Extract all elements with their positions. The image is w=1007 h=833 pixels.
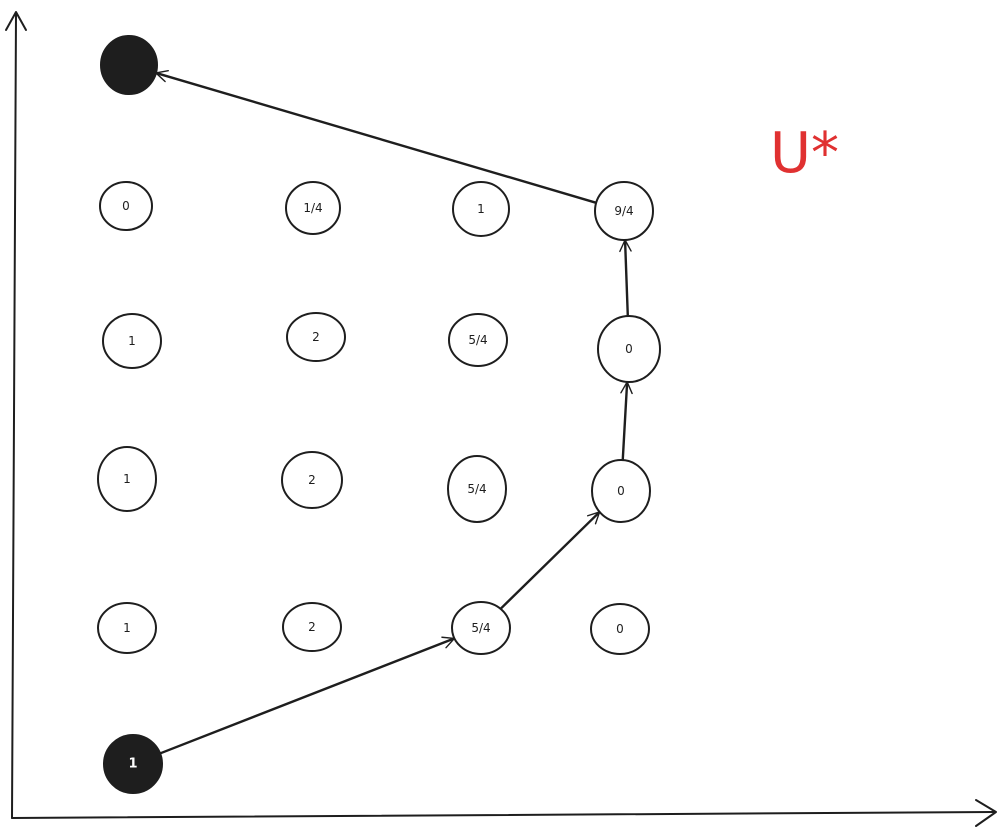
node-r3c2: 2 <box>286 312 346 362</box>
node-label: 0 <box>616 622 624 636</box>
node-r4c1: 0 <box>99 181 153 231</box>
node-r2c1: 1 <box>97 446 157 512</box>
node-circle <box>99 181 153 231</box>
node-label: 0 <box>625 342 633 356</box>
node-label: 5/4 <box>468 333 487 347</box>
node-circle <box>590 603 650 655</box>
node-circle <box>452 181 510 237</box>
node-label: 9/4 <box>614 204 633 218</box>
node-r1c2: 2 <box>282 602 342 652</box>
node-label: 1/4 <box>303 201 322 215</box>
node-r3c1: 1 <box>102 313 162 369</box>
node-r4c3: 1 <box>452 181 510 237</box>
node-r4c4: 9/4 <box>594 181 654 241</box>
edge-r3c4-to-r4c4 <box>619 238 632 318</box>
x-axis-arrowhead <box>975 799 997 827</box>
node-label: 0 <box>122 199 130 213</box>
axes <box>5 11 997 827</box>
node-label: 1 <box>123 472 131 486</box>
node-circle <box>451 601 511 655</box>
node-label: 1 <box>128 757 137 772</box>
node-circle <box>97 446 157 512</box>
node-r2c4: 0 <box>591 459 651 523</box>
title-label: U* <box>770 121 839 186</box>
node-goal <box>100 35 158 95</box>
node-label: 1 <box>128 334 136 348</box>
node-circle <box>594 181 654 241</box>
node-r1c3: 5/4 <box>451 601 511 655</box>
nodes: 0 1/4 1 9/4 1 2 5/4 0 1 2 5/4 0 1 2 5/4 0 1 <box>97 35 661 794</box>
node-start: 1 <box>103 734 163 794</box>
node-r3c3: 5/4 <box>448 313 508 367</box>
node-circle <box>597 315 661 383</box>
node-circle <box>282 602 342 652</box>
node-r2c2: 2 <box>281 451 343 509</box>
edge-r4c4-to-goal <box>154 70 598 204</box>
node-circle <box>102 313 162 369</box>
node-circle <box>447 455 507 523</box>
node-circle <box>286 312 346 362</box>
node-circle <box>97 602 157 654</box>
node-r4c2: 1/4 <box>285 181 341 235</box>
node-circle <box>448 313 508 367</box>
edges <box>154 70 633 755</box>
node-circle <box>100 35 158 95</box>
node-label: 2 <box>312 330 320 344</box>
node-circle <box>103 734 163 794</box>
node-label: 5/4 <box>471 621 490 635</box>
node-r2c3: 5/4 <box>447 455 507 523</box>
node-r3c4: 0 <box>597 315 661 383</box>
node-label: 1 <box>477 202 485 216</box>
node-r1c4: 0 <box>590 603 650 655</box>
y-axis-arrowhead <box>5 11 27 31</box>
node-label: 2 <box>308 473 316 487</box>
edge-r2c4-to-r3c4 <box>620 380 633 462</box>
node-circle <box>281 451 343 509</box>
node-r1c1: 1 <box>97 602 157 654</box>
node-circle <box>285 181 341 235</box>
node-label: 5/4 <box>467 482 486 496</box>
edge-start-to-r1c3 <box>158 636 456 755</box>
node-label: 2 <box>308 620 316 634</box>
node-label: 1 <box>123 621 131 635</box>
node-circle <box>591 459 651 523</box>
y-axis <box>11 13 17 819</box>
node-label: 0 <box>617 484 625 498</box>
x-axis <box>11 811 995 819</box>
edge-r1c3-to-r2c4 <box>499 510 601 611</box>
